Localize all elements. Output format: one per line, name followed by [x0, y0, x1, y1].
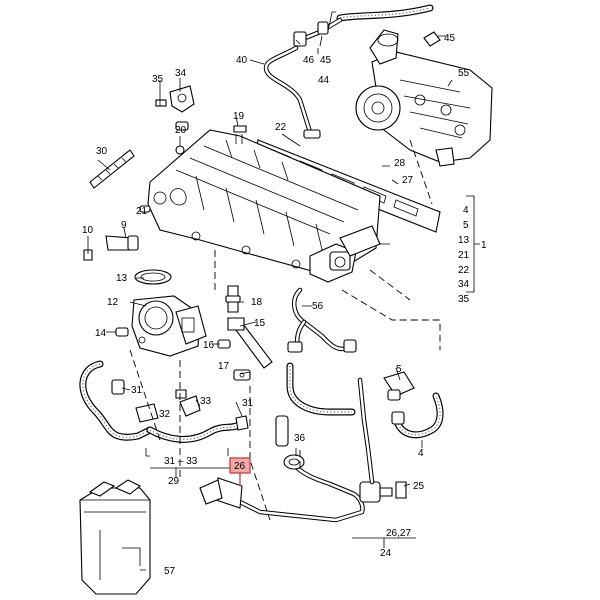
label-21: 21: [136, 206, 148, 217]
label-1: 1: [481, 240, 487, 251]
highlighted-part-26[interactable]: 26: [229, 457, 251, 486]
throttle-body: [115, 269, 207, 357]
label-9: 9: [121, 220, 127, 231]
label-31a: 31: [131, 385, 143, 396]
label-3133: 31 – 33: [164, 456, 198, 467]
center-hose: [287, 287, 357, 353]
label-14: 14: [95, 328, 107, 339]
grouping-brackets: [145, 195, 480, 548]
label-28: 28: [394, 158, 406, 169]
label-5b: 5: [396, 364, 402, 375]
label-12: 12: [107, 297, 119, 308]
label-19: 19: [233, 111, 245, 122]
assembly-dash-lines: [129, 139, 441, 521]
label-34: 34: [458, 279, 470, 290]
label-24: 24: [380, 548, 392, 559]
label-33: 33: [200, 396, 212, 407]
label-44: 44: [318, 75, 330, 86]
label-36: 36: [294, 433, 306, 444]
label-40: 40: [236, 55, 248, 66]
label-20: 20: [175, 125, 187, 136]
label-2627: 26,27: [386, 528, 411, 539]
label-30: 30: [96, 146, 108, 157]
label-45a: 45: [320, 55, 332, 66]
label-13b: 13: [116, 273, 128, 284]
label-46: 46: [303, 55, 315, 66]
label-55: 55: [458, 68, 470, 79]
left-small-parts: [83, 85, 247, 261]
label-26: 26: [234, 461, 246, 472]
label-34b: 34: [175, 68, 187, 79]
label-27: 27: [402, 175, 414, 186]
label-29: 29: [168, 476, 180, 487]
top-hose: [263, 4, 441, 139]
charcoal-canister: [79, 479, 151, 595]
label-4: 4: [463, 205, 469, 216]
label-22: 22: [458, 265, 470, 276]
label-18: 18: [251, 297, 263, 308]
turbocharger: [355, 29, 493, 167]
purge-valve-assembly: [199, 377, 407, 523]
label-45b: 45: [444, 33, 456, 44]
label-16: 16: [203, 340, 215, 351]
label-15: 15: [254, 318, 266, 329]
label-31b: 31: [242, 398, 254, 409]
callouts: 40 46 45 44 45 55 35 34 19 20 22 30 28 2…: [82, 33, 487, 577]
label-57: 57: [164, 566, 176, 577]
label-35: 35: [458, 294, 470, 305]
label-5: 5: [463, 220, 469, 231]
label-13: 13: [458, 235, 470, 246]
label-25: 25: [413, 481, 425, 492]
label-56: 56: [312, 301, 324, 312]
lower-left-hose: [79, 360, 249, 443]
label-21b: 21: [458, 250, 470, 261]
label-10: 10: [82, 225, 94, 236]
label-35b: 35: [152, 74, 164, 85]
label-32: 32: [159, 409, 171, 420]
right-hose: [275, 362, 444, 447]
label-22b: 22: [275, 122, 287, 133]
label-4b: 4: [418, 448, 424, 459]
label-17: 17: [218, 361, 230, 372]
